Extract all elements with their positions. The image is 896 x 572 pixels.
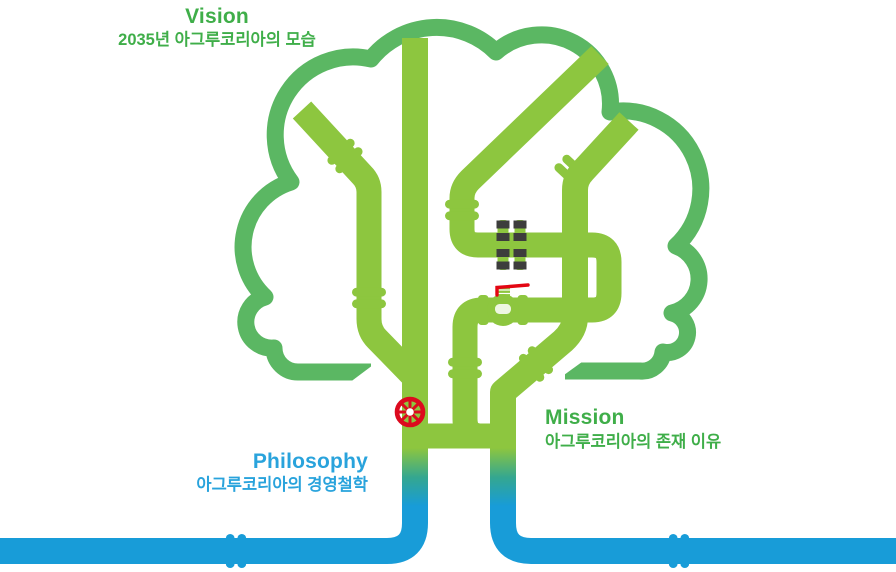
mission-title: Mission [545,406,625,429]
tree-crown-outline [234,18,710,382]
crown-end-cut-left [351,360,379,382]
trunk-left-and-blue-pipe-left [0,38,428,564]
branch-pipe-diagonal-loop [449,45,622,323]
philosophy-subtitle: 아그루코리아의 경영철학 [196,476,368,495]
vision-title: Vision [185,5,249,28]
handwheel-valve [394,396,426,428]
vision-subtitle: 2035년 아그루코리아의 모습 [118,31,316,50]
flange-bolts [496,220,527,270]
mission-label: Mission 아그루코리아의 존재 이유 [545,406,721,451]
trunk-pipes [0,38,896,564]
valve-red-lever [495,283,530,297]
handwheel-hub [406,408,414,416]
flange-joint [496,220,527,270]
valve-window [495,304,511,314]
crown-end-cut-right [555,360,584,382]
mission-subtitle: 아그루코리아의 존재 이유 [545,433,722,452]
vision-label: Vision 2035년 아그루코리아의 모습 [106,5,328,49]
philosophy-title: Philosophy [252,450,368,473]
ball-valve [478,283,530,326]
branch-pipe-left [292,101,424,387]
philosophy-label: Philosophy 아그루코리아의 경영철학 [196,450,368,494]
